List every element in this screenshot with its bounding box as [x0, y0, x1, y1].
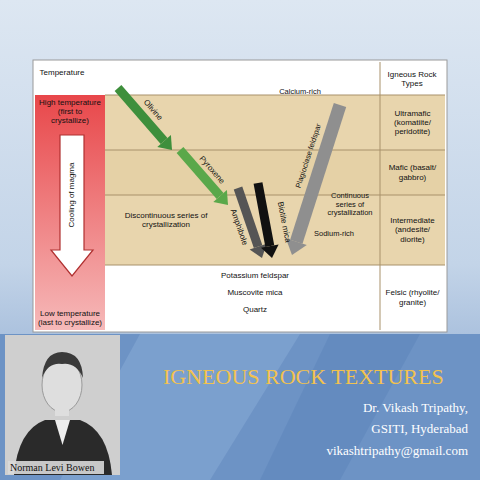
band-line	[105, 150, 445, 151]
temperature-label: Low temperature (last to crystallize)	[38, 309, 102, 327]
column-header: Temperature	[40, 68, 85, 77]
intermediate-band	[105, 195, 445, 265]
rock-type-label: Intermediate (andesite/ diorite)	[383, 216, 442, 244]
series-label: Discontinuous series of crystallization	[116, 211, 216, 229]
pyroxene-arrowhead	[213, 190, 228, 205]
rock-type-label: Mafic (basalt/ gabbro)	[383, 163, 442, 181]
mineral-label: Pyroxene	[197, 154, 226, 186]
diagram-frame	[33, 60, 447, 332]
cooling-arrow	[51, 135, 93, 276]
rock-type-cell: Felsic (rhyolite/ granite)	[380, 265, 445, 330]
temperature-node: High temperature (first to crystallize) C…	[35, 95, 105, 330]
slide-band	[0, 334, 480, 480]
photo-caption: Norman Levi Bowen	[10, 462, 94, 474]
author-line: vikashtripathy@gmail.com	[326, 444, 468, 459]
author-line: GSITI, Hyderabad	[371, 422, 468, 437]
mineral-label: Potassium feldspar	[221, 271, 289, 280]
mineral-label: Biotite mica	[276, 201, 293, 243]
rock-type-label: Ultramafic (komatiite/ peridotite)	[383, 109, 442, 137]
mineral-label: Plagioclase feldspar	[295, 123, 324, 190]
portrait-ground	[5, 335, 120, 475]
caption-patch	[8, 461, 104, 474]
cooling-label: Cooling of magma	[67, 163, 76, 228]
portrait-hair	[42, 352, 83, 378]
composition-label: Calcium-rich	[277, 88, 323, 97]
olivine-arrow	[118, 88, 164, 141]
mineral-label: Quartz	[243, 305, 267, 314]
rock-type-cell: Ultramafic (komatiite/ peridotite)	[380, 95, 445, 150]
band-line	[105, 265, 445, 266]
mineral-label: Amphibole	[229, 208, 250, 247]
ultramafic-band	[105, 95, 445, 150]
rock-type-label: Felsic (rhyolite/ granite)	[383, 288, 442, 306]
rock-type-cell: Intermediate (andesite/ diorite)	[380, 195, 445, 265]
band-line	[105, 195, 445, 196]
mafic-band	[105, 150, 445, 195]
column-header: Igneous Rock Types	[382, 70, 442, 88]
series-label: Continuous series of crystallization	[321, 192, 379, 218]
composition-label: Sodium-rich	[314, 230, 354, 239]
column-line	[380, 62, 381, 330]
band-line	[105, 95, 445, 96]
slide-title: IGNEOUS ROCK TEXTURES	[163, 364, 444, 389]
temperature-column	[35, 95, 105, 330]
mineral-label: Olivine	[142, 98, 165, 122]
olivine-arrowhead	[157, 135, 172, 150]
biotite-arrowhead	[261, 245, 279, 258]
temperature-label: High temperature (first to crystallize)	[38, 98, 102, 126]
biotite-arrow	[258, 183, 270, 246]
amphibole-arrowhead	[250, 244, 267, 258]
mineral-label: Muscovite mica	[227, 288, 282, 297]
author-line: Dr. Vikash Tripathy,	[363, 401, 468, 416]
portrait-collar	[55, 420, 70, 445]
portrait-neck	[55, 406, 69, 416]
rock-type-cell: Mafic (basalt/ gabbro)	[380, 150, 445, 195]
